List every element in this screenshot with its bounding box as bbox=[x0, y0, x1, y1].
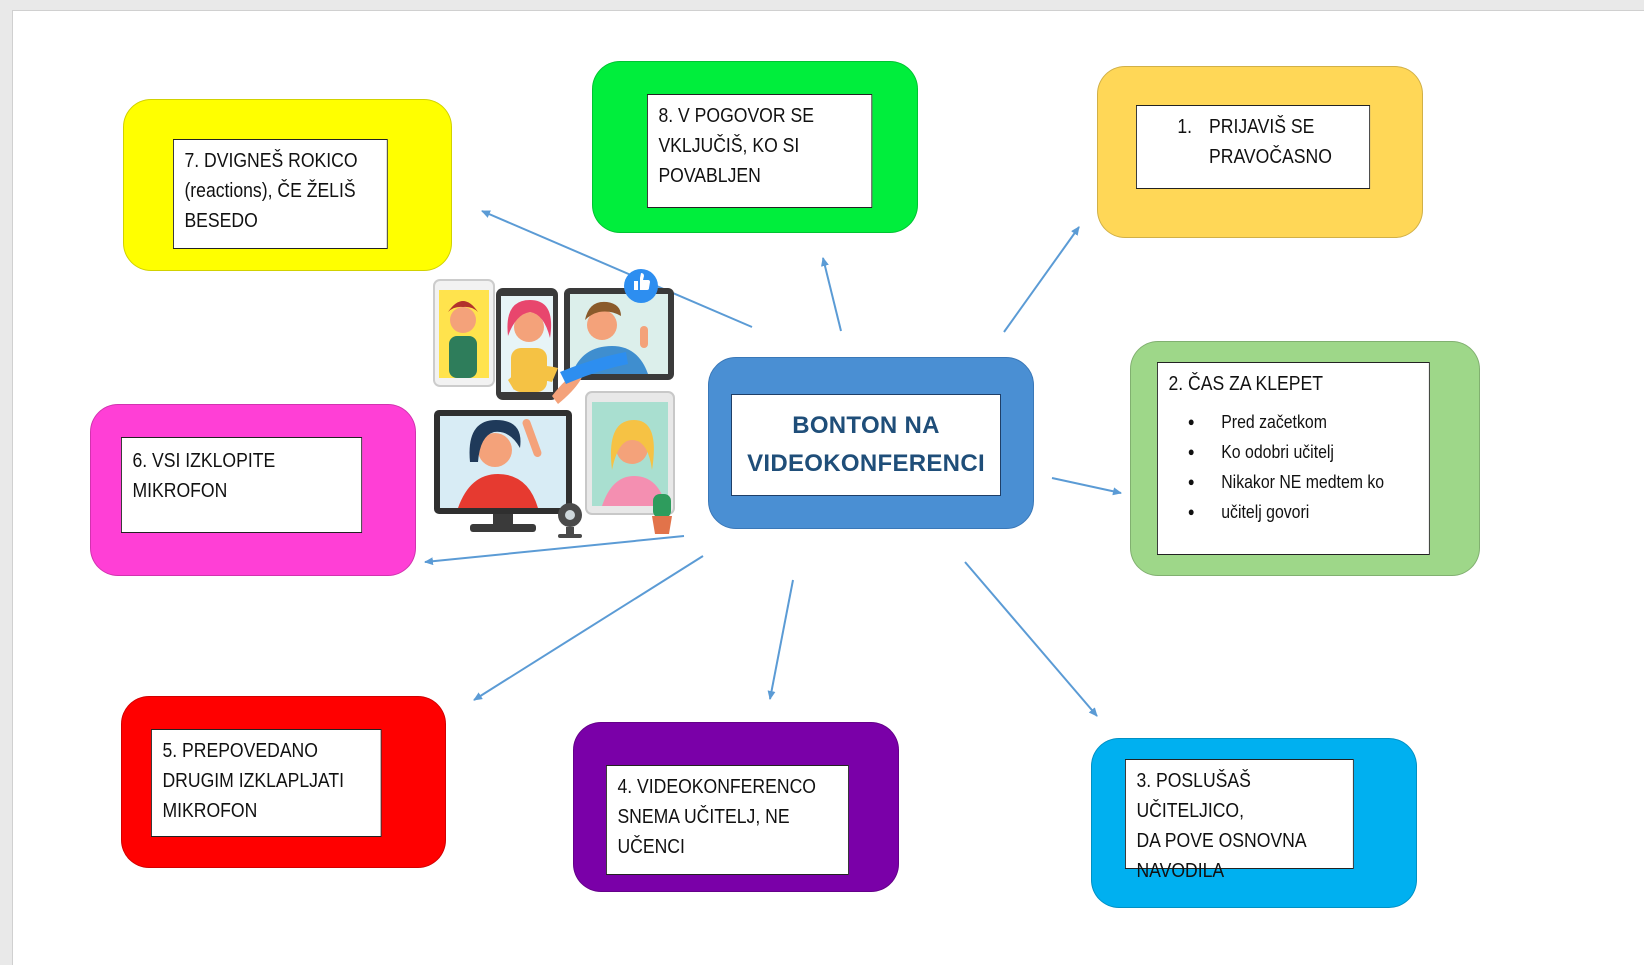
box-7-text: 7. DVIGNEŠ ROKICO (reactions), ČE ŽELIŠ … bbox=[173, 139, 388, 249]
arrow-to-7 bbox=[481, 210, 753, 328]
box-4-recording: 4. VIDEOKONFERENCO SNEMA UČITELJ, NE UČE… bbox=[573, 722, 899, 892]
monitor-girl-icon bbox=[434, 410, 572, 532]
box-1-login-on-time: 1. PRIJAVIŠ SE PRAVOČASNO bbox=[1097, 66, 1423, 238]
webcam-icon bbox=[558, 503, 582, 538]
box-5-text: 5. PREPOVEDANO DRUGIM IZKLAPLJATI MIKROF… bbox=[151, 729, 382, 837]
box-5-line2: DRUGIM IZKLAPLJATI bbox=[162, 770, 345, 792]
arrow-to-3 bbox=[964, 561, 1098, 717]
box-6-line2: MIKROFON bbox=[132, 480, 228, 502]
box-8-line1: 8. V POGOVOR SE bbox=[658, 105, 814, 127]
center-title-line1: BONTON NA bbox=[792, 412, 940, 439]
box-2-bullet-list: Pred začetkom Ko odobri učitelj Nikakor … bbox=[1168, 407, 1418, 527]
tablet-boy-icon bbox=[564, 288, 674, 380]
arrow-to-5 bbox=[473, 555, 704, 701]
box-5-line3: MIKROFON bbox=[162, 800, 258, 822]
box-2-chat-time: 2. ČAS ZA KLEPET Pred začetkom Ko odobri… bbox=[1130, 341, 1480, 576]
box-7-line3: BESEDO bbox=[184, 210, 258, 232]
center-title-line2: VIDEOKONFERENCI bbox=[747, 450, 985, 477]
box-8-text: 8. V POGOVOR SE VKLJUČIŠ, KO SI POVABLJE… bbox=[647, 94, 873, 208]
box-7-line2: (reactions), ČE ŽELIŠ bbox=[184, 180, 356, 202]
box-3-line3: NAVODILA bbox=[1136, 860, 1225, 882]
box-1-line1: PRIJAVIŠ SE bbox=[1209, 116, 1315, 138]
arrow-to-2 bbox=[1051, 477, 1122, 496]
box-8-line3: POVABLJEN bbox=[658, 165, 761, 187]
box-7-raise-hand: 7. DVIGNEŠ ROKICO (reactions), ČE ŽELIŠ … bbox=[123, 99, 452, 271]
box-4-text: 4. VIDEOKONFERENCO SNEMA UČITELJ, NE UČE… bbox=[606, 765, 849, 875]
arrow-to-4 bbox=[767, 579, 794, 700]
box-3-line1: 3. POSLUŠAŠ UČITELJICO, bbox=[1136, 770, 1251, 822]
box-2-title: 2. ČAS ZA KLEPET bbox=[1168, 373, 1323, 395]
arrow-to-1 bbox=[1003, 226, 1080, 333]
box-4-line3: UČENCI bbox=[617, 836, 685, 858]
box-6-line1: 6. VSI IZKLOPITE bbox=[132, 450, 276, 472]
box-6-mute-microphone: 6. VSI IZKLOPITE MIKROFON bbox=[90, 404, 416, 576]
box-2-bullet: Pred začetkom bbox=[1188, 407, 1418, 437]
box-3-listen-teacher: 3. POSLUŠAŠ UČITELJICO, DA POVE OSNOVNA … bbox=[1091, 738, 1417, 908]
center-label: BONTON NA VIDEOKONFERENCI bbox=[731, 394, 1001, 496]
pointing-hand-icon bbox=[508, 352, 628, 404]
box-1-number: 1. bbox=[1177, 116, 1193, 138]
cactus-icon bbox=[652, 494, 672, 534]
box-4-line2: SNEMA UČITELJ, NE bbox=[617, 806, 790, 828]
box-4-line1: 4. VIDEOKONFERENCO bbox=[617, 776, 816, 798]
arrow-to-8 bbox=[821, 257, 842, 332]
thumbs-up-icon bbox=[624, 269, 658, 303]
box-6-text: 6. VSI IZKLOPITE MIKROFON bbox=[121, 437, 363, 533]
box-5-no-muting-others: 5. PREPOVEDANO DRUGIM IZKLAPLJATI MIKROF… bbox=[121, 696, 446, 868]
phone-yellow-icon bbox=[433, 279, 495, 387]
tablet-girl-icon bbox=[585, 391, 675, 515]
box-2-bullet: Nikakor NE medtem ko bbox=[1188, 467, 1418, 497]
box-2-bullet: Ko odobri učitelj bbox=[1188, 437, 1418, 467]
box-1-line2: PRAVOČASNO bbox=[1209, 146, 1332, 168]
box-8-join-when-invited: 8. V POGOVOR SE VKLJUČIŠ, KO SI POVABLJE… bbox=[592, 61, 918, 233]
box-2-text: 2. ČAS ZA KLEPET Pred začetkom Ko odobri… bbox=[1157, 362, 1430, 555]
center-node: BONTON NA VIDEOKONFERENCI bbox=[708, 357, 1034, 529]
box-3-text: 3. POSLUŠAŠ UČITELJICO, DA POVE OSNOVNA … bbox=[1125, 759, 1354, 882]
box-5-line1: 5. PREPOVEDANO bbox=[162, 740, 318, 762]
box-1-text: 1. PRIJAVIŠ SE PRAVOČASNO bbox=[1136, 105, 1371, 189]
box-3-line2: DA POVE OSNOVNA bbox=[1136, 830, 1307, 852]
box-2-bullet-continuation: učitelj govori bbox=[1188, 497, 1418, 527]
phone-pink-icon bbox=[496, 288, 558, 400]
box-7-line1: 7. DVIGNEŠ ROKICO bbox=[184, 150, 358, 172]
box-8-line2: VKLJUČIŠ, KO SI bbox=[658, 135, 800, 157]
arrow-to-6 bbox=[424, 535, 685, 566]
